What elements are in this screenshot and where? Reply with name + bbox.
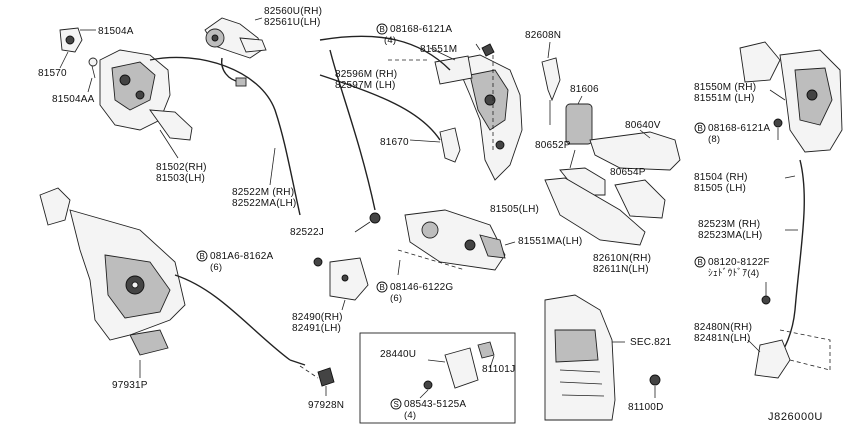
label-81100D: 81100D [628,402,664,413]
door-motor [204,17,267,87]
rear-lock-mechanism [434,43,523,181]
label-82523M: 82523M (RH) [698,219,760,230]
bumper-stop [649,374,661,386]
label-81551M-lh: 81551M (LH) [694,93,755,104]
label-81606: 81606 [570,84,599,95]
front-lock-assembly [59,27,193,141]
label-82522MA: 82522MA(LH) [232,198,296,209]
badge-b-08146: B [376,281,388,293]
label-82481N: 82481N(LH) [694,333,750,344]
label-82480N: 82480N(RH) [694,322,752,333]
power-sliding-motor [39,187,306,378]
label-81505-rh: 81505 (LH) [694,183,746,194]
inner-handle [439,127,461,163]
label-97928N: 97928N [308,400,344,411]
label-82491: 82491(LH) [292,323,341,334]
label-81503: 81503(LH) [156,173,205,184]
svg-text:B: B [380,283,385,292]
label-82490: 82490(RH) [292,312,343,323]
cable-bracket [754,339,791,379]
badge-b-081a6: B [196,250,208,262]
label-97931P: 97931P [112,380,148,391]
label-81505-lh: 81505(LH) [490,204,539,215]
label-81550M: 81550M (RH) [694,82,756,93]
label-28440U: 28440U [380,349,416,360]
label-081A6-8162A-qty: (6) [210,262,222,273]
label-81101J: 81101J [482,364,515,375]
label-82523MA: 82523MA(LH) [698,230,762,241]
label-82522J: 82522J [290,227,324,238]
label-82560U: 82560U(RH) [264,6,322,17]
label-81551MA: 81551MA(LH) [518,236,582,247]
handle-bracket [544,177,646,246]
label-08146-6122G-qty: (6) [390,293,402,304]
door-actuator [404,209,506,271]
label-82522M: 82522M (RH) [232,187,294,198]
handle-escutcheon [565,103,593,145]
label-81570: 81570 [38,68,67,79]
label-82597M: 82597M (LH) [335,80,396,91]
label-08168-6121A-right: 08168-6121A [708,123,770,134]
label-08168-6121A-right-qty: (8) [708,134,720,145]
label-08168-6121A-top: 08168-6121A [390,24,452,35]
lock-bracket [329,257,369,301]
svg-text:B: B [698,124,703,133]
badge-b-08120: B [694,256,706,268]
svg-text:S: S [394,400,399,409]
svg-text:B: B [380,25,385,34]
label-08120-8122F-qty: ｼｪﾄﾞｳﾄﾞｱ(4) [708,268,759,279]
diagram-code: J826000U [768,411,823,423]
badge-b-08168b: B [694,122,706,134]
label-82610N: 82610N(RH) [593,253,651,264]
label-sec-821: SEC.821 [630,337,672,348]
label-08168-6121A-top-qty: (4) [384,35,396,46]
svg-text:B: B [698,258,703,267]
label-81504: 81504 (RH) [694,172,748,183]
label-81504A: 81504A [98,26,134,37]
outside-handle [589,131,681,171]
label-81551M: 81551M [420,44,457,55]
body-side-panel [544,294,625,421]
rod-clip [541,57,561,102]
wire-connector [317,367,335,387]
cable-clip [369,212,381,224]
badge-b-08168a: B [376,23,388,35]
label-08543-5125A: 08543-5125A [404,399,466,410]
handle-base [614,179,666,219]
label-80640V: 80640V [625,120,661,131]
label-82611N: 82611N(LH) [593,264,649,275]
module-inset [359,332,516,424]
label-08543-5125A-qty: (4) [404,410,416,421]
badge-s-08543: S [390,398,402,410]
svg-text:B: B [200,252,205,261]
label-80652P: 80652P [535,140,571,151]
back-door-lock [739,41,843,153]
label-81502: 81502(RH) [156,162,207,173]
label-81504AA: 81504AA [52,94,95,105]
label-08146-6122G: 08146-6122G [390,282,453,293]
label-81670: 81670 [380,137,409,148]
label-82608N: 82608N [525,30,561,41]
label-081A6-8162A: 081A6-8162A [210,251,273,262]
label-80654P: 80654P [610,167,646,178]
label-08120-8122F: 08120-8122F [708,257,770,268]
label-82561U: 82561U(LH) [264,17,320,28]
label-82596M: 82596M (RH) [335,69,397,80]
